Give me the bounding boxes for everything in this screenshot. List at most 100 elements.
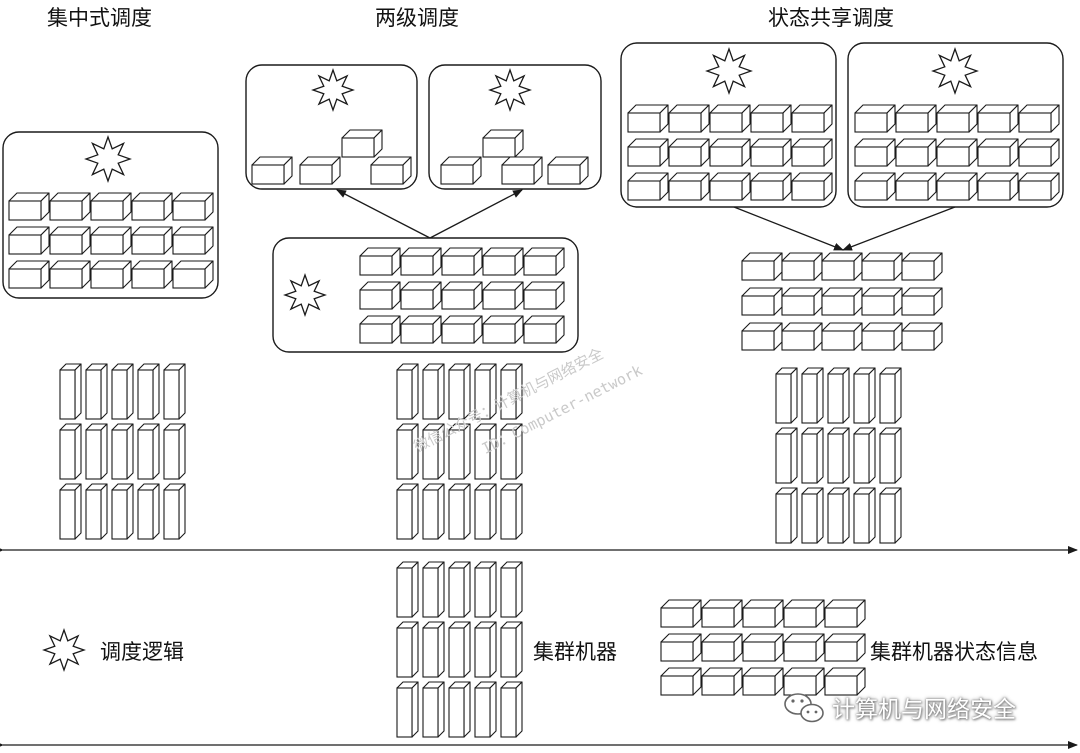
block-front [547, 164, 581, 185]
machine-side [515, 483, 523, 540]
legend-machines-label: 集群机器 [533, 640, 617, 664]
state-block [791, 104, 833, 133]
machine-side [894, 367, 902, 424]
two-level-machines-grid [396, 363, 523, 540]
machine-front [163, 369, 180, 420]
block-front [901, 260, 935, 281]
machine-side [411, 561, 419, 618]
two-level-framework-star-icon-right [488, 68, 532, 112]
block-front [854, 112, 888, 133]
state-block [977, 138, 1019, 167]
state-block [482, 129, 524, 158]
machine-side [126, 363, 134, 420]
machine-side [515, 423, 523, 480]
machine-block [396, 483, 419, 540]
block-front [824, 675, 858, 696]
legend-scheduler-label: 调度逻辑 [100, 640, 184, 664]
machine-block [111, 363, 134, 420]
machine-front [396, 627, 413, 678]
machine-block [474, 363, 497, 420]
state-block [701, 667, 743, 696]
machine-side [411, 483, 419, 540]
machine-front [879, 373, 896, 424]
state-block [821, 252, 863, 281]
machine-block [448, 423, 471, 480]
machine-front [448, 567, 465, 618]
machine-side [489, 483, 497, 540]
block-front [977, 146, 1011, 167]
machine-side [411, 423, 419, 480]
block-front [977, 180, 1011, 201]
machine-block [422, 423, 445, 480]
state-block [861, 252, 903, 281]
machine-front [500, 567, 517, 618]
machine-side [842, 367, 850, 424]
block-front [861, 295, 895, 316]
machine-front [500, 429, 517, 480]
machine-front [474, 687, 491, 738]
machine-front [801, 433, 818, 484]
state-block [523, 247, 565, 276]
machine-block [59, 423, 82, 480]
machine-front [137, 369, 154, 420]
block-front [821, 330, 855, 351]
machine-block [500, 363, 523, 420]
state-block [701, 633, 743, 662]
state-block [742, 599, 784, 628]
machine-front [474, 489, 491, 540]
machine-front [111, 429, 128, 480]
machine-side [463, 621, 471, 678]
block-front [781, 260, 815, 281]
machine-front [474, 567, 491, 618]
block-front [299, 164, 333, 185]
state-block [547, 156, 589, 185]
state-block [824, 633, 866, 662]
state-block [709, 138, 751, 167]
block-front [895, 146, 929, 167]
machine-front [137, 429, 154, 480]
block-front [370, 164, 404, 185]
block-front [482, 289, 516, 310]
state-block [400, 315, 442, 344]
machine-front [163, 429, 180, 480]
state-block [709, 172, 751, 201]
machine-block [137, 483, 160, 540]
machine-side [816, 487, 824, 544]
block-front [821, 295, 855, 316]
state-block [441, 247, 483, 276]
block-front [90, 200, 124, 221]
block-front [742, 641, 776, 662]
state-block [523, 315, 565, 344]
machine-side [74, 363, 82, 420]
machine-side [868, 367, 876, 424]
state-block [781, 287, 823, 316]
state-block [783, 667, 825, 696]
block-front [1018, 146, 1052, 167]
block-front [895, 180, 929, 201]
machine-block [422, 483, 445, 540]
block-front [172, 200, 206, 221]
machine-front [827, 373, 844, 424]
two-level-resource-manager-panel [272, 237, 579, 353]
machine-block [448, 681, 471, 738]
machine-side [515, 561, 523, 618]
machine-block [111, 483, 134, 540]
machine-side [515, 621, 523, 678]
state-block [668, 104, 710, 133]
block-front [49, 200, 83, 221]
block-front [824, 607, 858, 628]
machine-block [474, 561, 497, 618]
machine-front [801, 493, 818, 544]
machine-front [396, 567, 413, 618]
block-front [821, 260, 855, 281]
state-block [482, 247, 524, 276]
framework-right-block-d [547, 156, 589, 185]
block-front [8, 200, 42, 221]
machine-block [163, 423, 186, 480]
machine-block [827, 427, 850, 484]
state-block [668, 172, 710, 201]
block-front [660, 607, 694, 628]
machine-front [422, 429, 439, 480]
machine-block [775, 367, 798, 424]
block-front [750, 180, 784, 201]
